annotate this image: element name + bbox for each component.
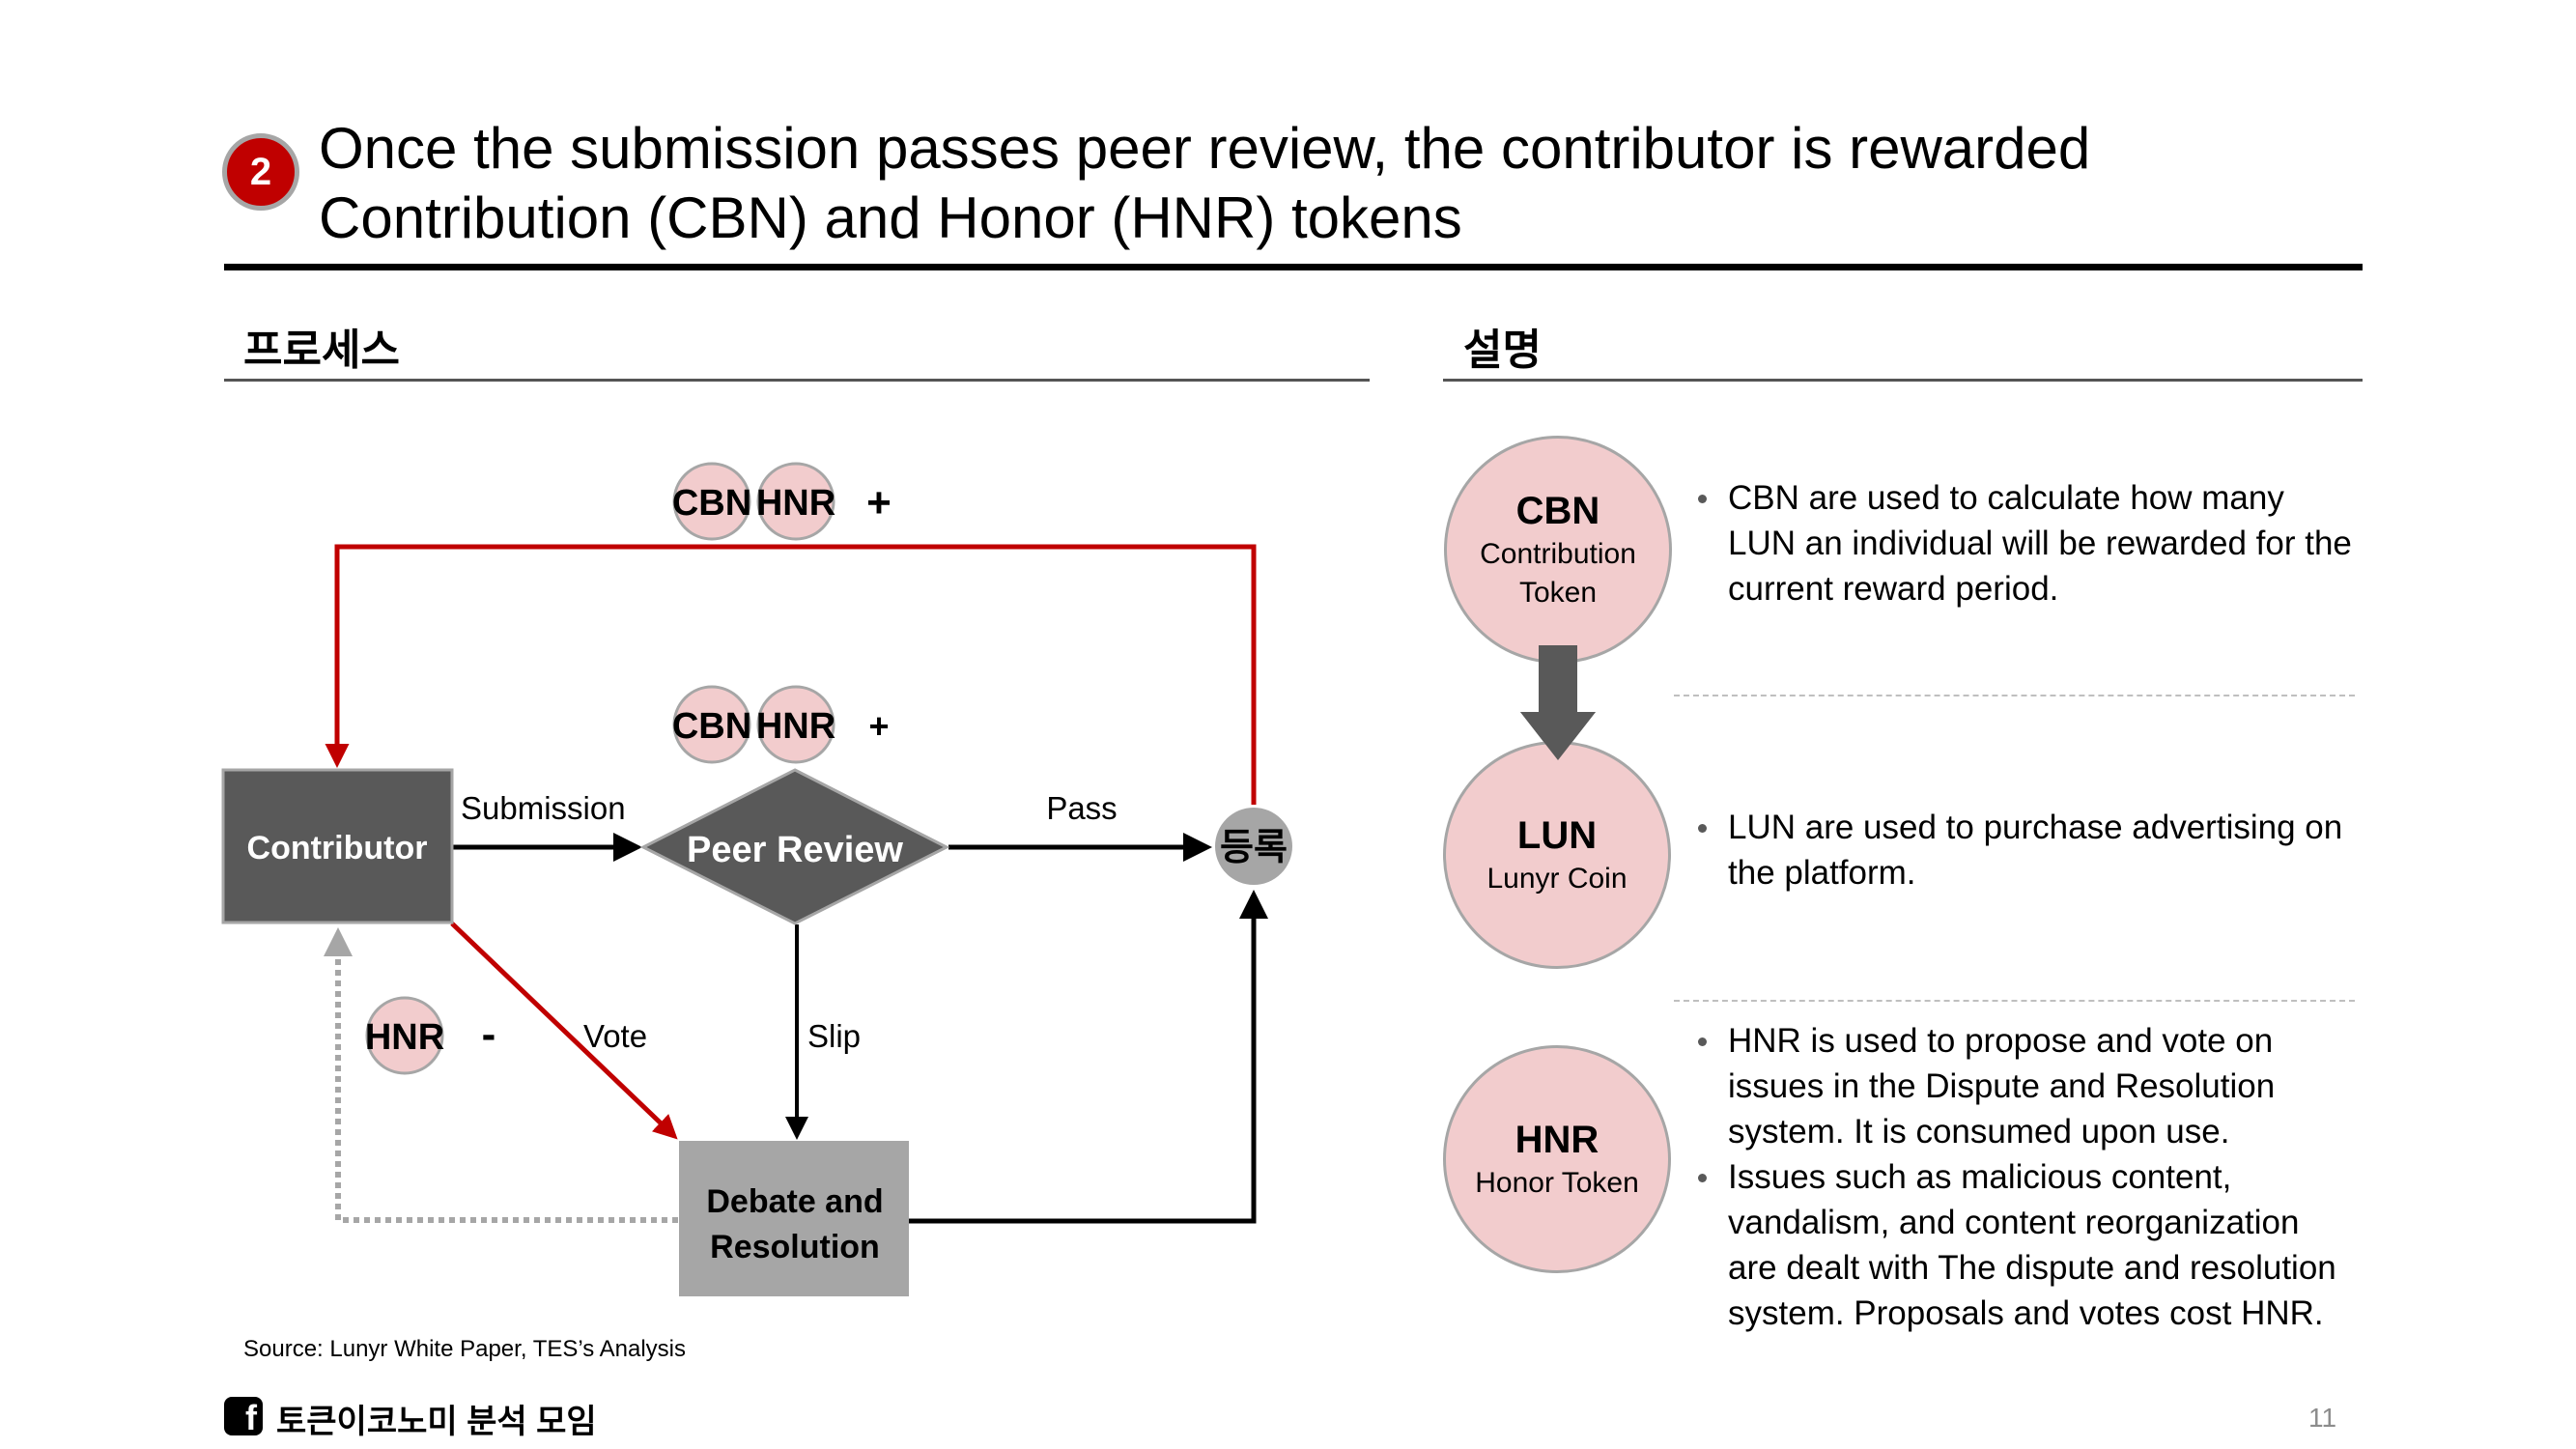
hnr-name: Honor Token <box>1475 1167 1639 1199</box>
page-title-line-2: Contribution (CBN) and Honor (HNR) token… <box>319 185 1462 250</box>
top-plus-sign: + <box>866 479 892 526</box>
top-cbn-label: CBN <box>672 483 751 524</box>
penalty-hnr-label: HNR <box>365 1017 444 1058</box>
reward-loop-connector <box>325 544 1257 805</box>
top-hnr-token <box>756 462 835 541</box>
title-divider <box>224 264 2363 270</box>
top-hnr-label: HNR <box>756 483 835 524</box>
source-note: Source: Lunyr White Paper, TES’s Analysi… <box>243 1336 687 1362</box>
lun-token-circle: LUN Lunyr Coin <box>1443 741 1671 969</box>
vote-arrow <box>450 922 678 1140</box>
return-dotted-arrow <box>324 927 678 1223</box>
submission-label: Submission <box>461 790 626 826</box>
brand-name: 토큰이코노미 분석 모임 <box>276 1404 597 1440</box>
debate-label-line-1: Debate and <box>706 1183 883 1220</box>
page-number: 11 <box>2308 1403 2337 1433</box>
contributor-node <box>221 768 454 924</box>
slip-label: Slip <box>807 1018 861 1054</box>
cbn-bullet-1: CBN are used to calculate how many LUN a… <box>1698 475 2355 611</box>
lun-description: LUN are used to purchase advertising on … <box>1698 805 2355 895</box>
step-badge: 2 <box>222 133 299 211</box>
step-number: 2 <box>249 150 272 193</box>
description-divider-1 <box>1674 695 2355 696</box>
peer-review-label: Peer Review <box>687 830 903 870</box>
hnr-token-circle: HNR Honor Token <box>1443 1045 1671 1273</box>
peer-review-node <box>639 768 950 925</box>
hnr-description: HNR is used to propose and vote on issue… <box>1698 1018 2355 1336</box>
page-title: Once the submission passes peer review, … <box>319 114 2347 253</box>
contributor-label: Contributor <box>247 830 428 867</box>
page-title-line-1: Once the submission passes peer review, … <box>319 116 2091 181</box>
resolution-to-register-arrow <box>909 890 1268 1224</box>
register-node <box>1215 808 1292 885</box>
middle-hnr-token <box>756 685 835 764</box>
vote-label: Vote <box>583 1018 647 1054</box>
hnr-bullet-1: HNR is used to propose and vote on issue… <box>1698 1018 2355 1154</box>
cbn-code: CBN <box>1515 490 1600 532</box>
middle-cbn-token <box>672 685 751 764</box>
register-label: 등록 <box>1220 828 1288 868</box>
penalty-minus-sign: - <box>482 1010 496 1058</box>
description-section-title: 설명 <box>1463 327 1542 374</box>
process-section-title: 프로세스 <box>243 327 400 374</box>
lun-name: Lunyr Coin <box>1486 863 1628 895</box>
description-divider-2 <box>1674 1000 2355 1002</box>
top-cbn-token <box>672 462 751 541</box>
hnr-bullet-2: Issues such as malicious content, vandal… <box>1698 1154 2355 1336</box>
cbn-name: Contribution Token <box>1480 538 1636 609</box>
middle-plus-sign: + <box>868 706 889 746</box>
cbn-token-circle: CBN Contribution Token <box>1444 436 1672 664</box>
cbn-description: CBN are used to calculate how many LUN a… <box>1698 475 2355 611</box>
hnr-code: HNR <box>1514 1119 1599 1161</box>
debate-resolution-node <box>679 1141 909 1296</box>
middle-hnr-label: HNR <box>756 706 835 747</box>
lun-code: LUN <box>1516 814 1598 857</box>
pass-label: Pass <box>1046 790 1117 826</box>
lun-bullet-1: LUN are used to purchase advertising on … <box>1698 805 2355 895</box>
facebook-icon[interactable]: f <box>224 1397 263 1435</box>
penalty-hnr-token <box>365 996 444 1075</box>
process-section-divider <box>224 379 1370 382</box>
debate-label-line-2: Resolution <box>710 1229 880 1265</box>
middle-cbn-label: CBN <box>672 706 751 747</box>
description-section-divider <box>1443 379 2363 382</box>
